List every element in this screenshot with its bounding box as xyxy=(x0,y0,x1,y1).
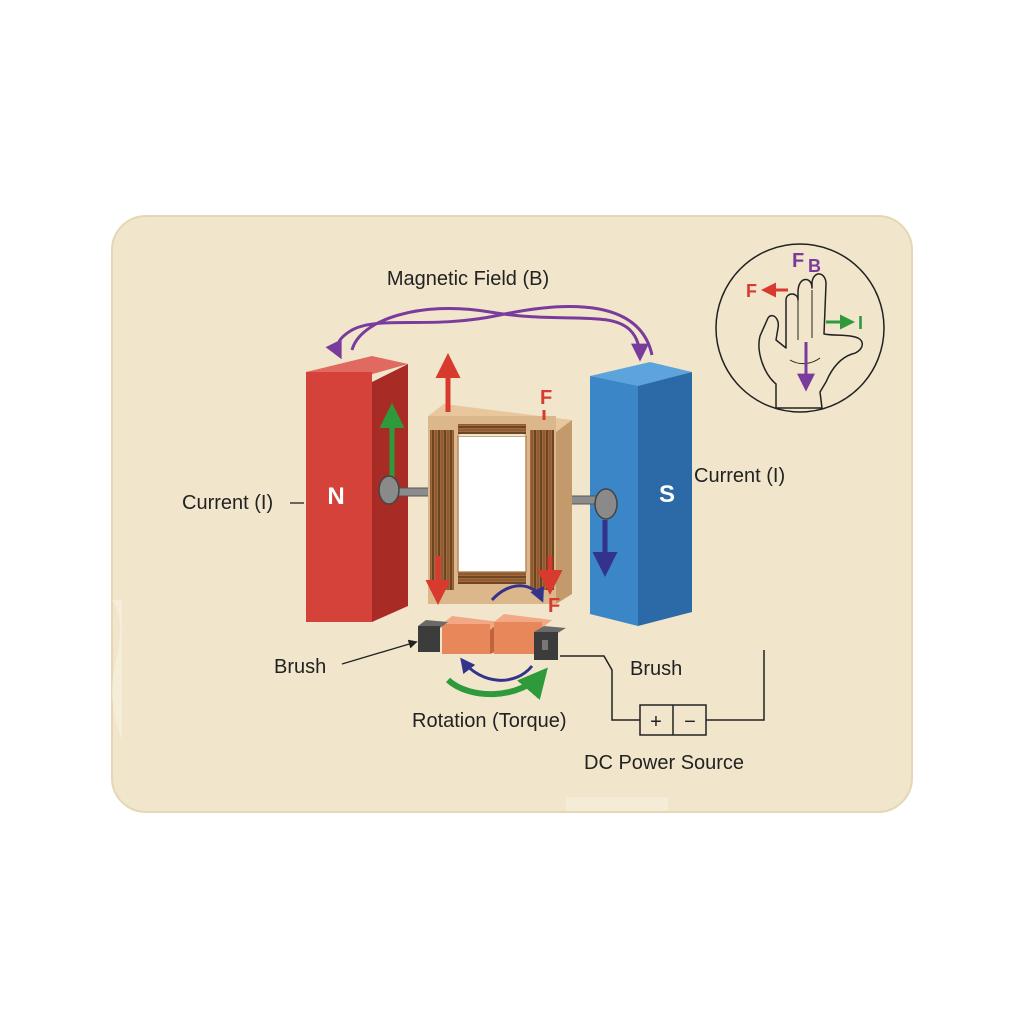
current-label-left: Current (I) xyxy=(182,492,273,514)
dc-power-source-label: DC Power Source xyxy=(584,752,744,774)
brush-right-block xyxy=(534,626,566,660)
inset-current-label: I xyxy=(858,313,863,333)
circuit-wire xyxy=(560,655,640,721)
south-pole-label: S xyxy=(659,481,675,508)
brush-left-block xyxy=(418,620,448,652)
inset-force-label: F xyxy=(746,281,757,301)
battery-minus: − xyxy=(684,711,696,733)
inset-finger-f-label: F xyxy=(792,250,804,272)
force-label-bottom: F xyxy=(548,595,560,617)
inset-field-label: B xyxy=(808,256,821,276)
brush-label-right: Brush xyxy=(630,658,682,680)
commutator xyxy=(442,614,552,654)
rotation-arrow-upper xyxy=(490,584,544,603)
brush-left-leader xyxy=(341,639,418,665)
rotation-label: Rotation (Torque) xyxy=(412,710,567,732)
torque-arrow-green xyxy=(445,667,548,700)
circuit-wire-return xyxy=(706,650,765,721)
force-label-top: F xyxy=(540,387,552,409)
north-pole-label: N xyxy=(327,483,344,510)
north-pole-magnet xyxy=(306,356,408,622)
brush-label-left: Brush xyxy=(274,656,326,678)
current-label-right: Current (I) xyxy=(694,465,785,487)
battery-plus: + xyxy=(650,711,662,733)
hand-rule-inset xyxy=(715,243,885,413)
magnetic-field-label: Magnetic Field (B) xyxy=(387,268,549,290)
armature-coil xyxy=(428,404,572,604)
magnetic-field-arrows xyxy=(325,304,654,362)
